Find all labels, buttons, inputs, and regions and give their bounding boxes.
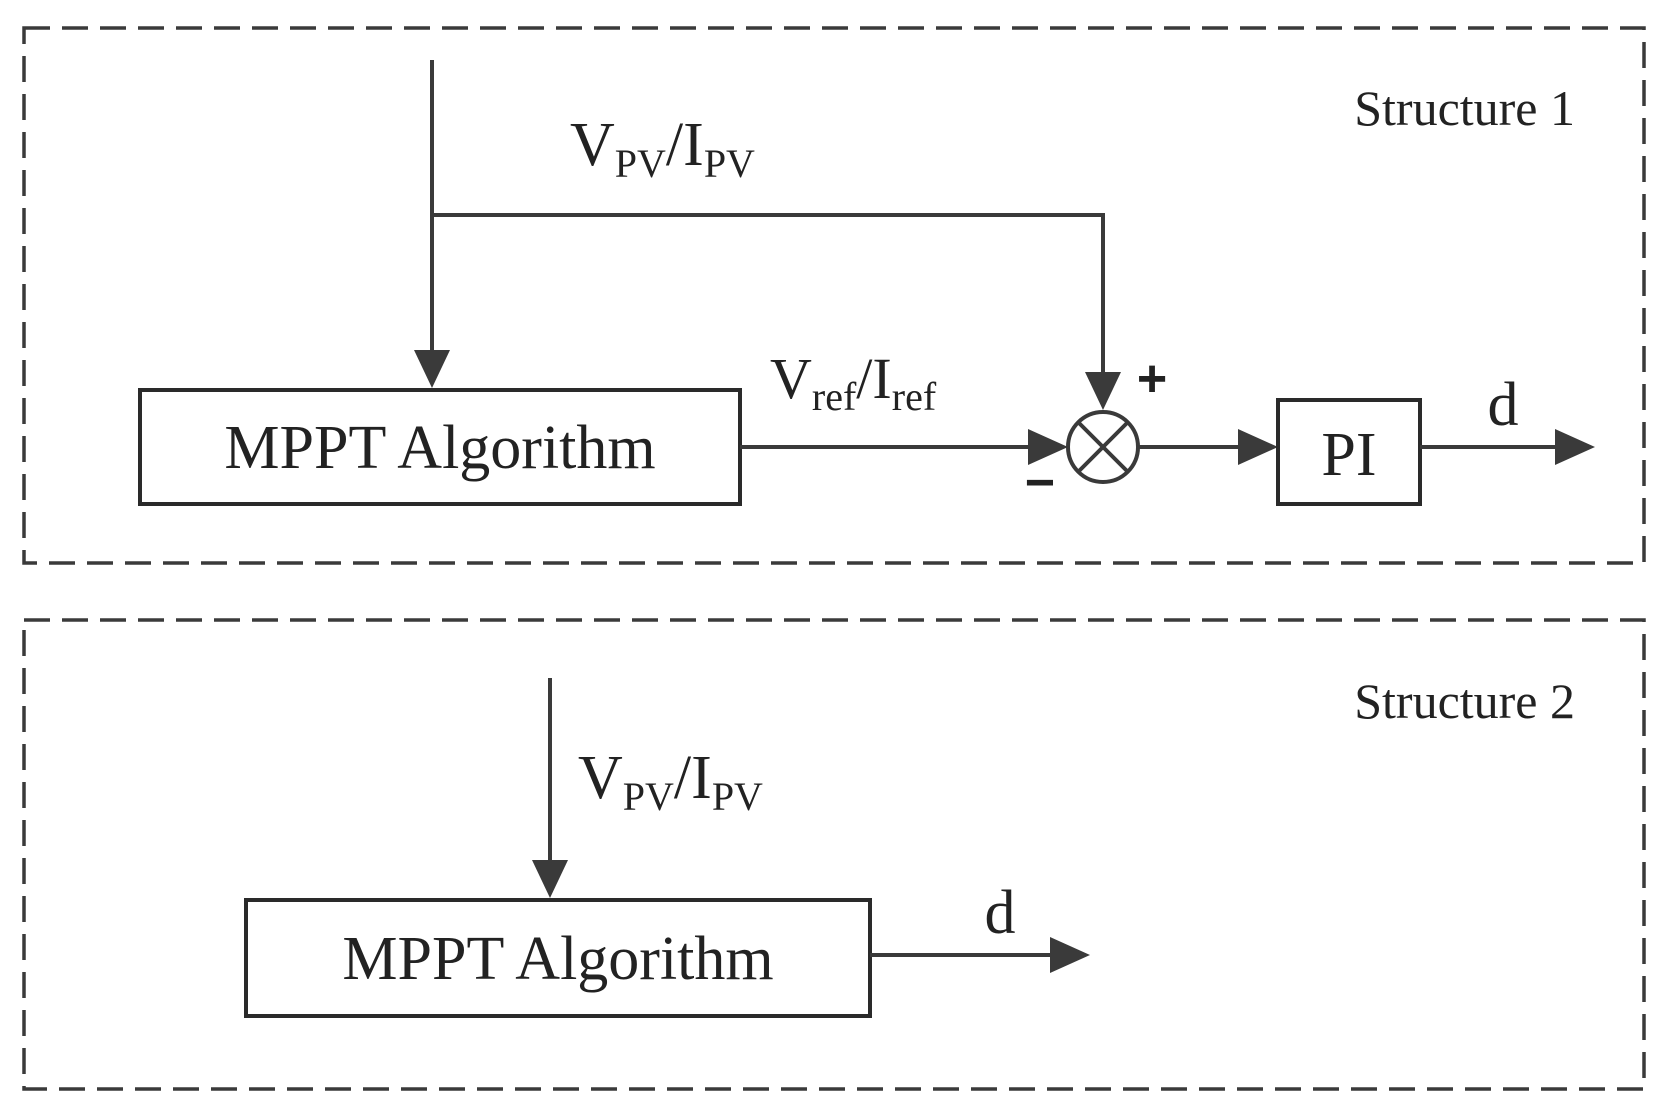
structure-1-feedback-arrowhead (1085, 372, 1121, 410)
structure-1-mppt-block (138, 388, 742, 506)
structure-2-input-label: VPV/IPV (578, 744, 763, 819)
structure-1-error-arrowhead (1238, 429, 1278, 465)
structure-2-mppt-label: MPPT Algorithm (342, 925, 773, 993)
structure-1-output-label: d (1488, 371, 1519, 439)
structure-1-input-arrowhead (414, 350, 450, 388)
structure-2-frame (22, 618, 1646, 1091)
structure-2-output-arrowhead (1050, 937, 1090, 973)
structure-2-input-arrowhead (532, 860, 568, 898)
structure-1-ref-arrowhead (1028, 429, 1068, 465)
structure-2-output-label: d (985, 879, 1016, 947)
structure-1-input-label: VPV/IPV (570, 111, 755, 186)
structure-1-plus-sign: + (1137, 350, 1167, 408)
structure-2-mppt-block (244, 898, 872, 1018)
structure-1: Structure 1 VPV/IPV MPPT Algorithm Vref/… (22, 26, 1646, 565)
structure-2-title: Structure 2 (1354, 673, 1575, 729)
structure-1-frame (22, 26, 1646, 565)
structure-1-mppt-label: MPPT Algorithm (224, 414, 655, 482)
structure-1-minus-sign: − (1025, 454, 1055, 512)
structure-1-pi-block (1276, 398, 1422, 506)
structure-1-ref-label: Vref/Iref (770, 346, 937, 419)
structure-1-feedback-line (432, 213, 1105, 378)
structure-1-title: Structure 1 (1354, 80, 1575, 136)
structure-1-pi-label: PI (1321, 421, 1376, 489)
structure-1-summing-junction (1066, 410, 1140, 484)
structure-2: Structure 2 VPV/IPV MPPT Algorithm d (22, 618, 1646, 1091)
structure-1-output-arrowhead (1555, 429, 1595, 465)
